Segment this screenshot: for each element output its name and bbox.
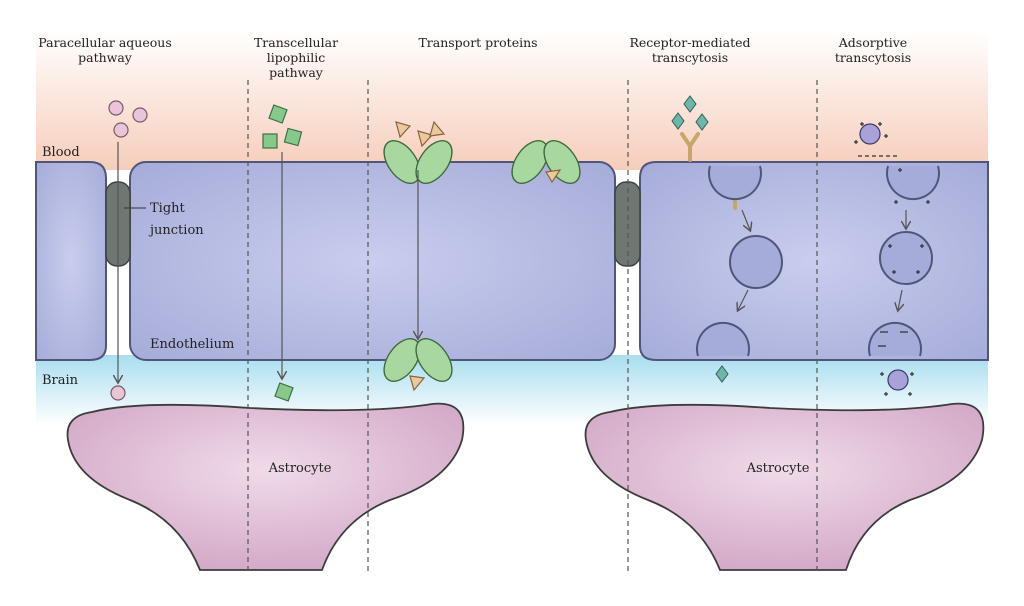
blood-region <box>36 30 988 170</box>
receptor-vesicles <box>696 165 783 357</box>
svg-text:Transcellular: Transcellular <box>254 35 338 50</box>
lipophilic-molecule <box>283 127 303 147</box>
astrocyte-left <box>66 402 465 571</box>
pathway-header-paracellular: Paracellular aqueous pathway <box>38 35 171 65</box>
label-tight-junction-1: Tight <box>150 201 186 216</box>
transporter-protein-bottom <box>383 338 453 382</box>
pathway-header-receptor: Receptor-mediated transcytosis <box>629 35 750 65</box>
adsorptive-arrow-2 <box>898 289 902 310</box>
adsorptive-vesicles <box>868 165 940 357</box>
endothelial-cell-middle <box>129 161 616 361</box>
label-brain: Brain <box>42 373 79 388</box>
lipophilic-molecule <box>268 104 288 124</box>
svg-text:Paracellular aqueous: Paracellular aqueous <box>38 35 171 50</box>
svg-text:pathway: pathway <box>78 50 133 65</box>
svg-text:Transport proteins: Transport proteins <box>418 35 537 50</box>
pathway-header-adsorptive: Adsorptive transcytosis <box>835 35 911 65</box>
lipophilic-molecule <box>274 382 294 402</box>
label-astrocyte-right: Astrocyte <box>746 461 810 476</box>
label-tight-junction-2: junction <box>148 223 204 238</box>
svg-text:Receptor-mediated: Receptor-mediated <box>629 35 750 50</box>
small-molecule <box>110 385 126 401</box>
svg-text:Adsorptive: Adsorptive <box>838 35 907 50</box>
receptor-arrow-2 <box>738 289 749 310</box>
label-astrocyte-left: Astrocyte <box>268 461 332 476</box>
astrocyte-right <box>584 402 985 571</box>
lipophilic-molecules <box>262 104 303 402</box>
charge-markers <box>854 122 930 396</box>
label-blood: Blood <box>42 145 80 160</box>
pathway-header-transport: Transport proteins <box>418 35 537 50</box>
endothelial-cell-right <box>639 161 989 361</box>
pathway-header-transcellular: Transcellular lipophilic pathway <box>254 35 338 80</box>
transporter-protein-top <box>383 140 453 184</box>
small-molecule <box>108 100 124 116</box>
receptor-arrow-1 <box>741 209 750 230</box>
svg-text:transcytosis: transcytosis <box>652 50 728 65</box>
paracellular-molecules <box>108 100 148 401</box>
label-endothelium: Endothelium <box>150 337 234 352</box>
pathway-dividers <box>247 80 818 572</box>
small-molecule <box>132 107 148 123</box>
svg-text:transcytosis: transcytosis <box>835 50 911 65</box>
svg-text:lipophilic: lipophilic <box>267 50 326 65</box>
lipophilic-molecule <box>262 133 278 149</box>
svg-text:pathway: pathway <box>269 65 324 80</box>
transported-ligands <box>395 120 562 392</box>
small-molecule <box>113 122 129 138</box>
endothelial-cell-left <box>35 161 107 361</box>
